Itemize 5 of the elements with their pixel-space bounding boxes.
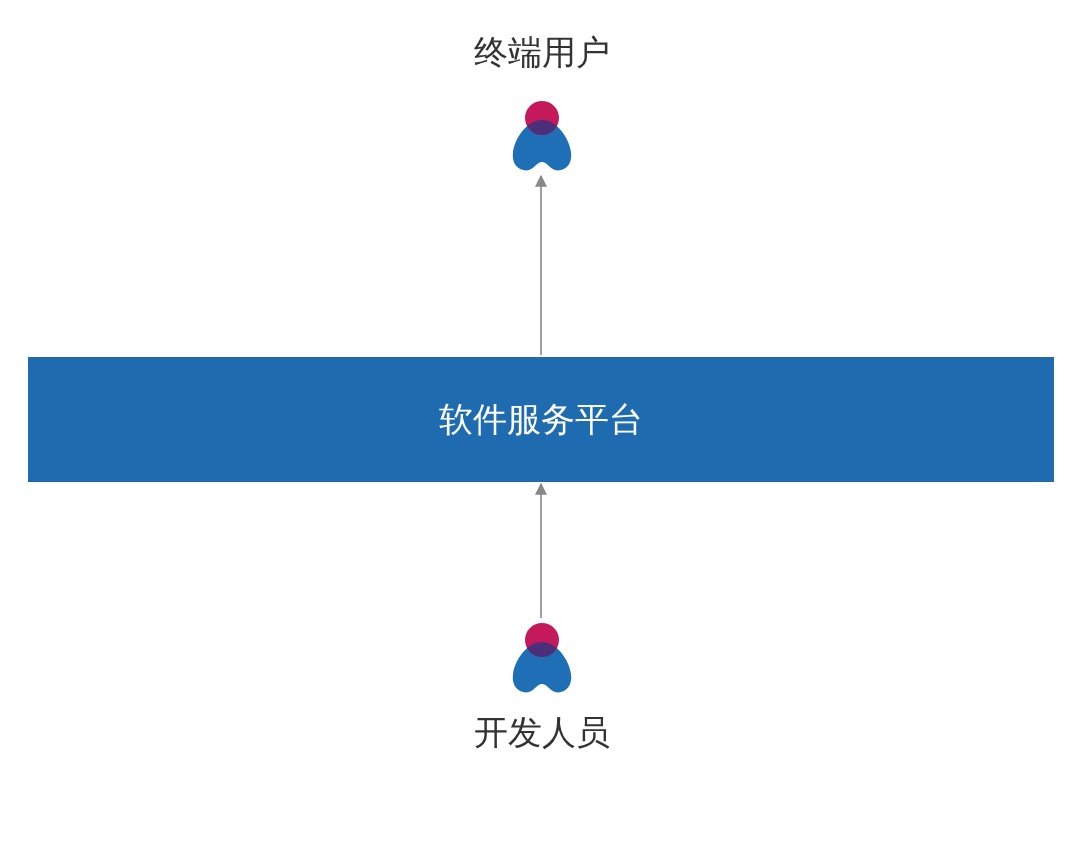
- role-label: 终端用户: [473, 31, 611, 74]
- role-label: 开发人员: [473, 711, 611, 754]
- arrow: [535, 482, 547, 619]
- platform-band: 软件服务平台: [28, 357, 1054, 482]
- arrow: [535, 174, 547, 356]
